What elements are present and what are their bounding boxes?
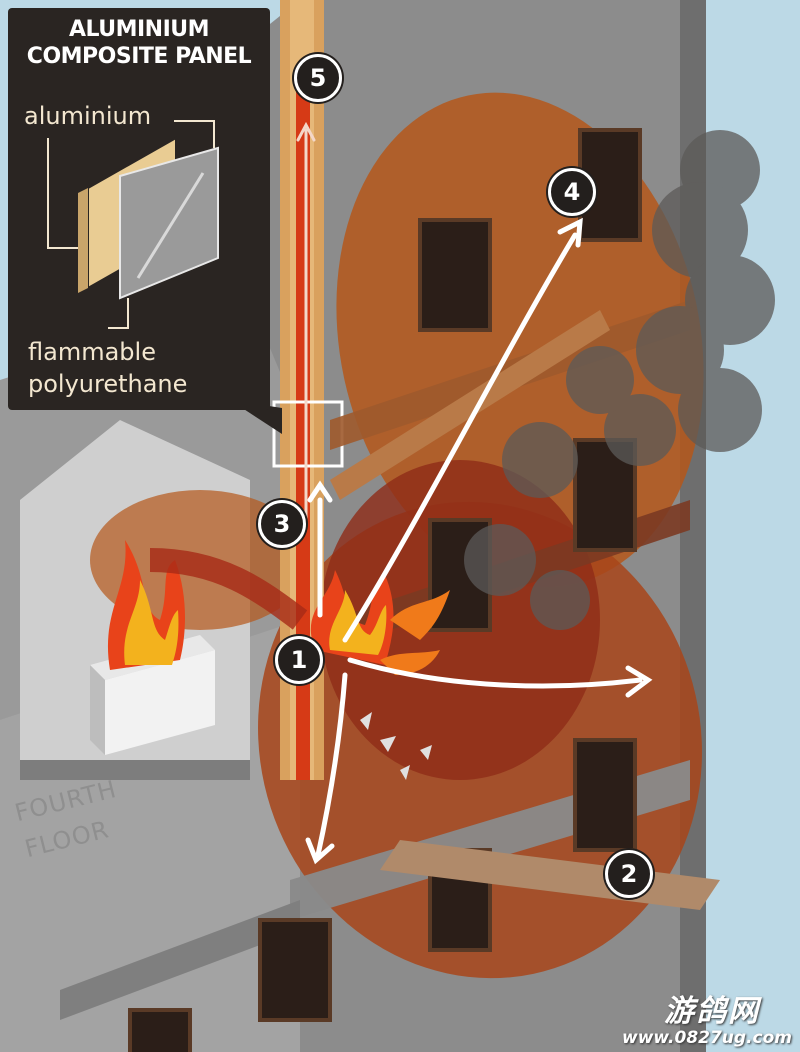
marker-1: 1 <box>275 636 323 684</box>
window <box>573 738 637 852</box>
flammable-label: flammable <box>28 338 156 366</box>
window <box>128 1008 192 1052</box>
polyurethane-edge <box>78 188 88 293</box>
watermark-url: www.0827ug.com <box>622 1028 792 1048</box>
arrowhead-4 <box>557 217 583 248</box>
inset-title: ALUMINIUM COMPOSITE PANEL <box>8 16 270 70</box>
polyurethane-label: polyurethane <box>28 370 188 398</box>
band-4 <box>60 900 300 1020</box>
room-floor-edge <box>20 760 250 780</box>
marker-2: 2 <box>605 850 653 898</box>
window <box>418 218 492 332</box>
inset-title-line1: ALUMINIUM <box>68 17 210 42</box>
upper-ledge <box>330 310 610 500</box>
smoke-cloud <box>464 130 775 630</box>
panel-drawing <box>47 120 219 329</box>
panel-inset: ALUMINIUM COMPOSITE PANEL aluminium flam… <box>8 8 270 410</box>
arrowhead-down <box>305 837 335 865</box>
watermark-name: 游鸽网 <box>664 994 760 1029</box>
arrowhead-column <box>307 480 333 503</box>
arrowhead-right <box>625 665 653 698</box>
marker-4: 4 <box>548 168 596 216</box>
spread-arrows <box>296 121 653 865</box>
falling-debris <box>360 712 432 780</box>
fridge-side <box>90 665 105 755</box>
arrow-right <box>347 657 643 689</box>
leader-aluminium-right <box>174 120 215 148</box>
fridge-front <box>105 650 215 755</box>
heat-flow-room <box>149 548 308 630</box>
leader-polyurethane <box>108 298 129 329</box>
arrow-down <box>315 672 348 858</box>
flames-room <box>107 540 185 670</box>
leader-aluminium-left <box>47 138 78 249</box>
inset-title-line2: COMPOSITE PANEL <box>26 44 252 69</box>
sheet-reflection <box>136 172 205 279</box>
marker-5: 5 <box>294 54 342 102</box>
arrowhead-column-high <box>296 121 316 142</box>
aluminium-label: aluminium <box>24 102 152 130</box>
arrow-to-4 <box>342 232 578 643</box>
window <box>258 918 332 1022</box>
marker-3: 3 <box>258 500 306 548</box>
